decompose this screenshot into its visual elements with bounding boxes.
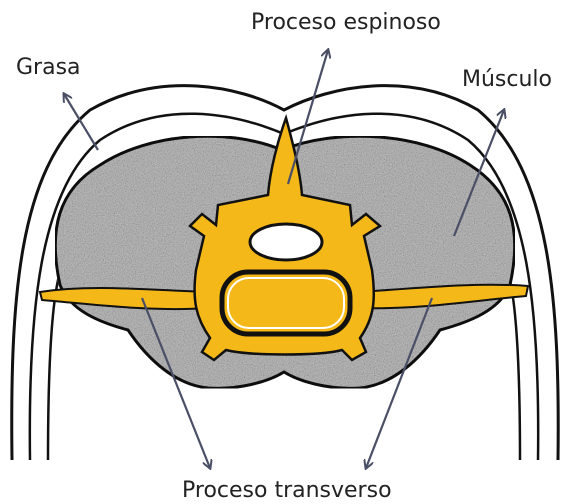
fat-layer-inner-3 bbox=[508, 272, 520, 460]
spinal-canal bbox=[250, 224, 322, 260]
transverse-process bbox=[40, 288, 210, 309]
label-musculo: Músculo bbox=[462, 69, 552, 91]
label-proceso-transverso: Proceso transverso bbox=[182, 480, 392, 502]
vertebral-body bbox=[222, 272, 350, 334]
label-proceso-espinoso: Proceso espinoso bbox=[251, 12, 441, 34]
arrow-grasa bbox=[64, 94, 98, 150]
label-grasa: Grasa bbox=[16, 57, 81, 79]
